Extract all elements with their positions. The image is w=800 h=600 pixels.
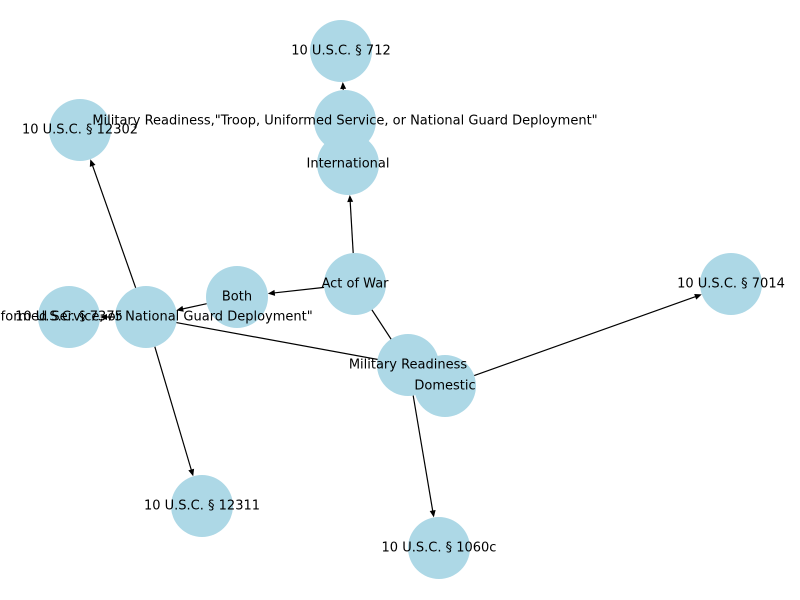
- node-n7014: [700, 253, 762, 315]
- arrowhead-nBoth: [267, 289, 276, 296]
- node-label-n7014: 10 U.S.C. § 7014: [677, 277, 785, 292]
- node-label-nMR: Military Readiness: [349, 358, 468, 373]
- node-label-n12302: 10 U.S.C. § 12302: [22, 123, 138, 138]
- node-label-n1060c: 10 U.S.C. § 1060c: [382, 541, 497, 556]
- arrowhead-n712: [340, 81, 347, 90]
- edge-nAct-nBoth: [272, 286, 325, 294]
- arrowhead-n12302: [89, 159, 96, 167]
- node-label-n7375: 10 U.S.C. § 7375: [15, 310, 123, 325]
- node-label-nAct: Act of War: [321, 277, 389, 292]
- node-label-n712: 10 U.S.C. § 712: [291, 44, 391, 59]
- node-n12302: [49, 99, 111, 161]
- arrowhead-nUS: [176, 305, 184, 312]
- node-label-nMRtroop: Military Readiness,"Troop, Uniformed Ser…: [92, 114, 597, 129]
- node-label-nDom: Domestic: [414, 379, 475, 394]
- node-nDom: [414, 355, 476, 417]
- node-n12311: [171, 475, 233, 537]
- node-nBoth: [206, 266, 268, 328]
- node-label-nBoth: Both: [222, 290, 252, 305]
- node-label-nIntl: International: [307, 157, 390, 172]
- edge-nDom-n7014: [473, 295, 698, 377]
- edge-nUS-n12302: [91, 163, 137, 288]
- node-n7375: [38, 286, 100, 348]
- node-nAct: [324, 253, 386, 315]
- node-n1060c: [408, 517, 470, 579]
- arrowhead-n1060c: [429, 510, 436, 518]
- edge-nAct-nIntl: [349, 199, 354, 254]
- arrowhead-nIntl: [347, 194, 354, 203]
- edge-nUS-nMR: [155, 318, 399, 364]
- node-label-nUS: Uniformed Service, or National Guard Dep…: [0, 310, 313, 325]
- node-n712: [310, 20, 372, 82]
- arrowhead-n12311: [188, 468, 195, 477]
- edge-nMR-n1060c: [412, 395, 434, 513]
- arrowhead-n7014: [694, 293, 702, 300]
- edge-nUS-n12311: [154, 346, 193, 472]
- node-label-n12311: 10 U.S.C. § 12311: [144, 499, 260, 514]
- edges-layer: [89, 81, 702, 518]
- node-nIntl: [317, 133, 379, 195]
- node-nUS: [115, 286, 177, 348]
- arrowhead-n7375: [100, 314, 107, 320]
- edge-nBoth-nUS: [181, 303, 207, 310]
